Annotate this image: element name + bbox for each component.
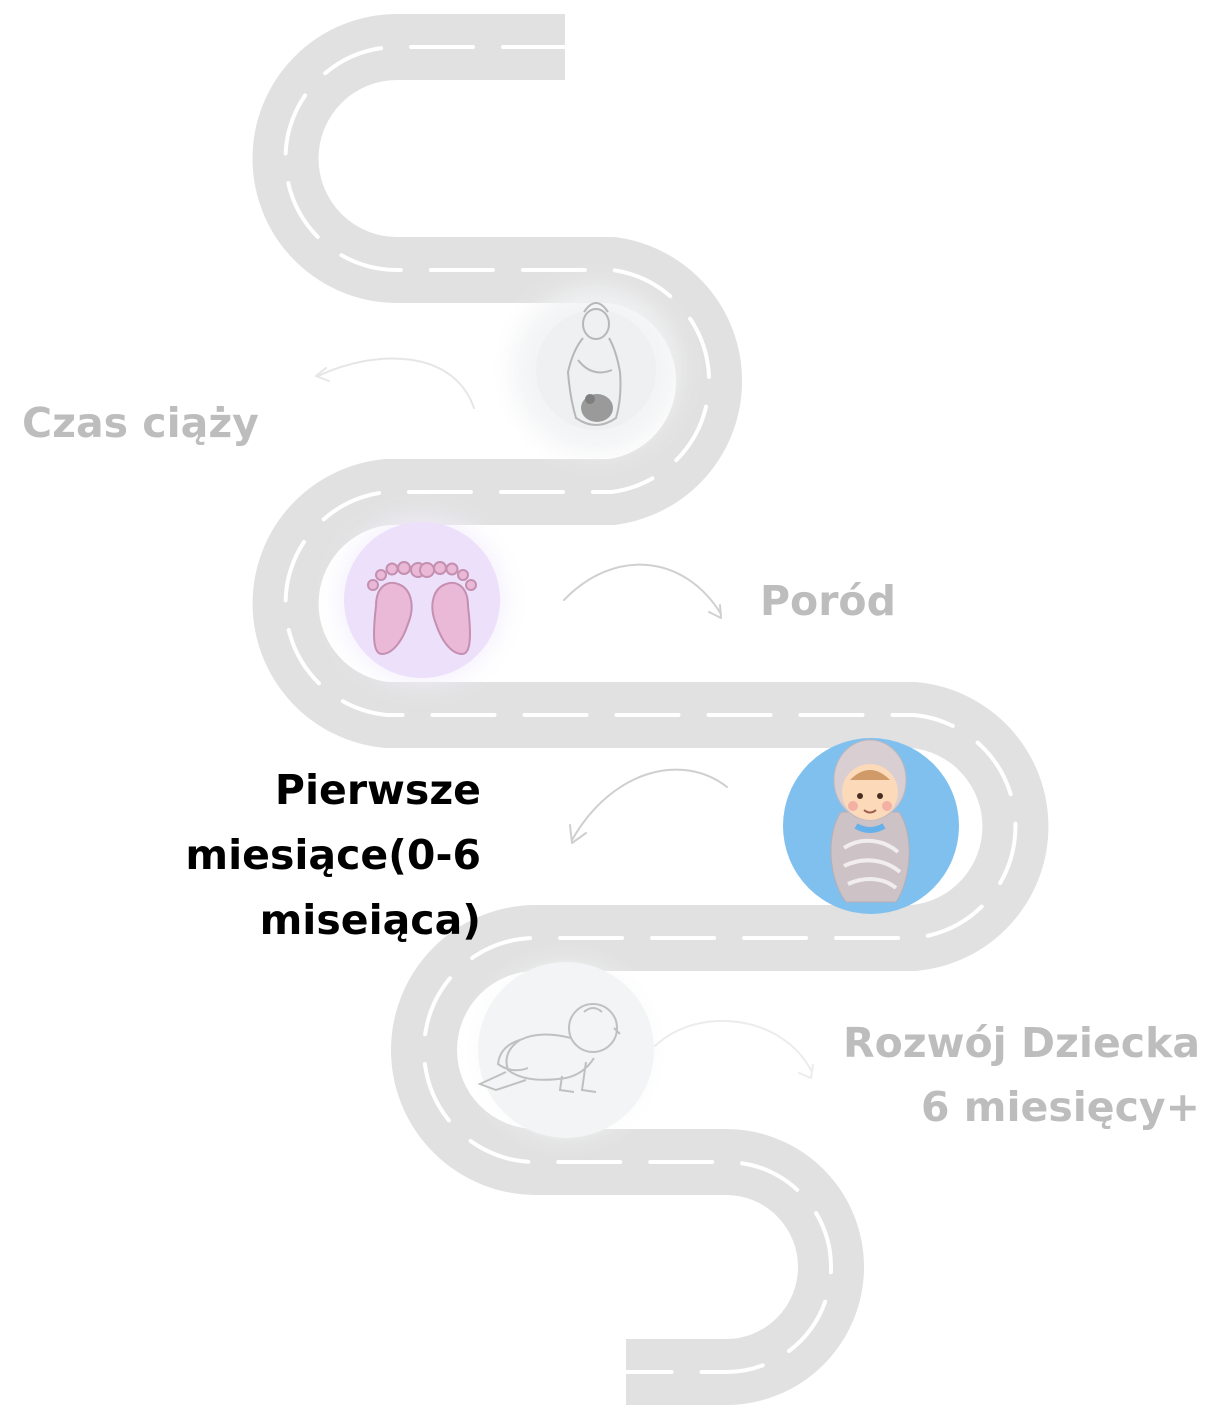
pregnancy-stage-icon <box>512 286 680 454</box>
footprint-icon-circle <box>344 522 500 678</box>
first-months-label-line: miseiąca) <box>259 895 481 944</box>
connector-arrows <box>315 357 814 1079</box>
development-stage-label: Rozwój Dziecka 6 miesięcy+ <box>843 1012 1200 1139</box>
swaddled-baby-icon <box>830 739 910 903</box>
arrow-to-development <box>654 1019 814 1079</box>
development-stage-icon <box>477 962 654 1138</box>
development-label-line: 6 miesięcy+ <box>920 1082 1200 1131</box>
arrow-to-pregnancy <box>315 357 475 409</box>
birth-stage-icon <box>338 516 506 684</box>
pregnancy-stage-label: Czas ciąży <box>22 399 259 447</box>
crawling-baby-icon <box>477 1003 621 1093</box>
arrow-to-first-months <box>569 768 728 844</box>
winding-road <box>252 14 1049 1405</box>
birth-stage-label: Poród <box>760 577 896 625</box>
first-months-label-line: Pierwsze <box>274 766 481 814</box>
road-lane-dashes <box>283 45 1018 1374</box>
crawling-icon-circle <box>478 962 654 1138</box>
first-months-stage-label: Pierwsze miesiące(0-6 miseiąca) <box>185 758 481 952</box>
road-surface <box>252 14 1049 1405</box>
pregnancy-icon-circle <box>536 310 656 430</box>
baby-footprints-icon <box>367 561 477 656</box>
first-months-stage-icon <box>783 738 959 914</box>
arrow-to-birth <box>563 563 722 619</box>
development-label-line: Rozwój Dziecka <box>843 1019 1200 1067</box>
first-months-label-line: miesiące(0-6 <box>185 830 481 879</box>
pregnant-woman-icon <box>566 302 622 426</box>
